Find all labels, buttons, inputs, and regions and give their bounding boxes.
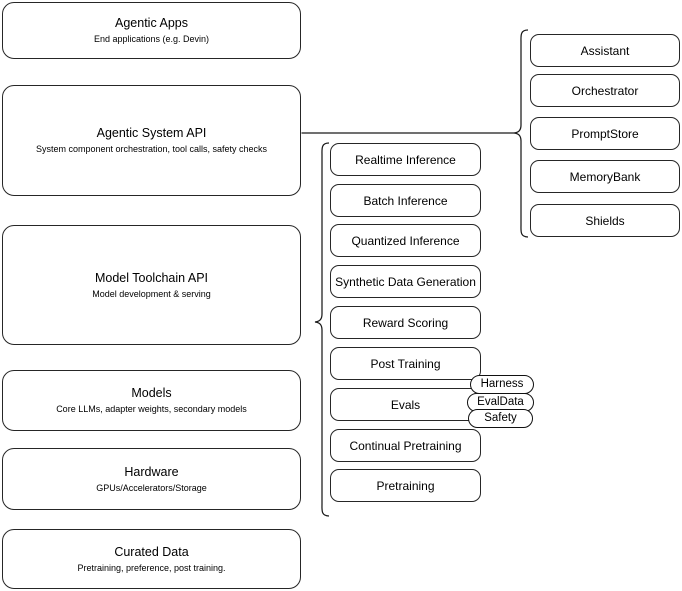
layer-title: Agentic System API (96, 126, 207, 140)
capability-label: Synthetic Data Generation (335, 274, 476, 289)
capability-evals[interactable]: Evals (330, 388, 481, 421)
layer-subtitle: Pretraining, preference, post training. (77, 562, 226, 573)
capability-label: Quantized Inference (351, 233, 460, 248)
capability-pretraining[interactable]: Pretraining (330, 469, 481, 502)
layer-title: Model Toolchain API (94, 270, 209, 285)
layer-subtitle: Core LLMs, adapter weights, secondary mo… (56, 404, 247, 414)
capability-label: Pretraining (376, 478, 435, 493)
system-component-shields[interactable]: Shields (530, 204, 680, 237)
capability-synthetic-data-generation[interactable]: Synthetic Data Generation (330, 265, 481, 298)
capability-label: Post Training (370, 356, 441, 371)
capability-reward-scoring[interactable]: Reward Scoring (330, 306, 481, 339)
layer-models[interactable]: Models Core LLMs, adapter weights, secon… (2, 370, 301, 431)
layer-model-toolchain-api[interactable]: Model Toolchain API Model development & … (2, 225, 301, 345)
system-component-label: Assistant (580, 43, 630, 58)
layer-title: Models (131, 386, 172, 400)
capability-label: Continual Pretraining (349, 438, 462, 453)
capability-continual-pretraining[interactable]: Continual Pretraining (330, 429, 481, 462)
system-component-assistant[interactable]: Assistant (530, 34, 680, 67)
system-components-brace (513, 29, 529, 238)
layer-title: Curated Data (114, 544, 189, 559)
layer-subtitle: End applications (e.g. Devin) (93, 34, 210, 44)
capability-label: Reward Scoring (362, 315, 449, 330)
capability-post-training[interactable]: Post Training (330, 347, 481, 380)
capability-label: Batch Inference (363, 193, 448, 208)
eval-pill-harness[interactable]: Harness (470, 375, 534, 394)
system-component-label: MemoryBank (569, 169, 641, 184)
capability-batch-inference[interactable]: Batch Inference (330, 184, 481, 217)
system-component-promptstore[interactable]: PromptStore (530, 117, 680, 150)
toolchain-capabilities-brace (314, 142, 330, 517)
layer-agentic-system-api[interactable]: Agentic System API System component orch… (2, 85, 301, 196)
capability-realtime-inference[interactable]: Realtime Inference (330, 143, 481, 176)
layer-hardware[interactable]: Hardware GPUs/Accelerators/Storage (2, 448, 301, 510)
capability-label: Evals (390, 397, 421, 412)
layer-title: Hardware (124, 464, 179, 479)
capability-label: Realtime Inference (355, 152, 456, 167)
layer-subtitle: GPUs/Accelerators/Storage (96, 482, 207, 493)
layer-subtitle: Model development & serving (92, 288, 211, 299)
layer-agentic-apps[interactable]: Agentic Apps End applications (e.g. Devi… (2, 2, 301, 59)
system-component-orchestrator[interactable]: Orchestrator (530, 74, 680, 107)
layer-subtitle: System component orchestration, tool cal… (35, 144, 268, 154)
system-component-label: Shields (585, 213, 625, 228)
layer-title: Agentic Apps (115, 16, 188, 30)
eval-pill-safety[interactable]: Safety (468, 409, 533, 428)
capability-quantized-inference[interactable]: Quantized Inference (330, 224, 481, 257)
layer-curated-data[interactable]: Curated Data Pretraining, preference, po… (2, 529, 301, 589)
system-component-label: Orchestrator (571, 83, 639, 98)
system-component-memorybank[interactable]: MemoryBank (530, 160, 680, 193)
system-component-label: PromptStore (571, 126, 639, 141)
